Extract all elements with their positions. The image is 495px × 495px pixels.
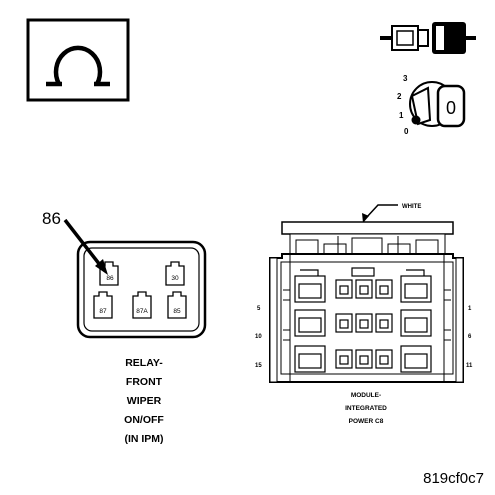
module-caption-line-2: INTEGRATED bbox=[345, 405, 387, 412]
relay-pin-87a-label: 87A bbox=[136, 308, 148, 315]
relay-caption-line-4: ON/OFF bbox=[124, 414, 164, 426]
module-pin-number-5: 5 bbox=[257, 306, 261, 312]
connector-color-label: WHITE bbox=[402, 204, 421, 210]
relay-callout-label: 86 bbox=[42, 209, 61, 228]
module-caption: MODULE- INTEGRATED POWER C8 bbox=[345, 392, 387, 425]
color-callout-line bbox=[365, 204, 398, 219]
relay-connector: 86 30 87 87A 85 bbox=[76, 240, 207, 339]
relay-caption-line-1: RELAY- bbox=[125, 357, 163, 369]
color-callout-arrow-icon bbox=[362, 213, 369, 223]
relay-pin-87-label: 87 bbox=[99, 308, 107, 315]
symbol-frame bbox=[26, 18, 130, 102]
relay-pin-86-label: 86 bbox=[106, 275, 114, 282]
ignition-position-0: 0 bbox=[404, 127, 409, 136]
ignition-switch-icon: 3 2 1 0 0 bbox=[397, 74, 466, 136]
omega-icon bbox=[46, 45, 110, 87]
relay-pin-30-label: 30 bbox=[171, 275, 179, 282]
connector-plug-icon bbox=[380, 22, 476, 54]
cavity-row-3 bbox=[294, 345, 432, 373]
cavity-row-2 bbox=[294, 309, 432, 337]
relay-caption-line-5: (IN IPM) bbox=[124, 433, 163, 445]
relay-caption: RELAY- FRONT WIPER ON/OFF (IN IPM) bbox=[124, 357, 164, 445]
relay-caption-line-2: FRONT bbox=[126, 376, 163, 388]
relay-pin-87: 87 bbox=[93, 291, 113, 319]
key-head-icon bbox=[436, 84, 466, 128]
module-caption-line-3: POWER C8 bbox=[349, 418, 384, 425]
relay-pin-85: 85 bbox=[167, 291, 187, 319]
key-position-label: 0 bbox=[446, 98, 456, 118]
module-pin-number-11: 11 bbox=[466, 363, 473, 369]
module-pin-number-10: 10 bbox=[255, 334, 262, 340]
relay-inner-frame bbox=[83, 247, 200, 332]
relay-outer-frame bbox=[76, 240, 207, 339]
relay-caption-line-3: WIPER bbox=[127, 395, 162, 407]
ignition-position-1: 1 bbox=[399, 111, 404, 120]
module-caption-line-1: MODULE- bbox=[351, 392, 381, 399]
module-housing-top bbox=[281, 221, 454, 235]
cavity-row-1 bbox=[294, 267, 432, 303]
module-latch-area bbox=[289, 233, 446, 255]
ignition-position-3: 3 bbox=[403, 74, 408, 83]
module-pin-number-1: 1 bbox=[468, 306, 472, 312]
ignition-position-2: 2 bbox=[397, 92, 402, 101]
module-inner-frame bbox=[280, 261, 454, 375]
relay-pin-85-label: 85 bbox=[173, 308, 181, 315]
module-connector: WHITE bbox=[255, 204, 473, 383]
callout-arrow-icon bbox=[63, 218, 108, 275]
relay-pin-87a: 87A bbox=[132, 291, 152, 319]
module-pin-number-6: 6 bbox=[468, 334, 472, 340]
figure-id: 819cf0c7 bbox=[423, 470, 484, 487]
ohmmeter-symbol bbox=[26, 18, 130, 102]
relay-pin-30: 30 bbox=[165, 261, 185, 286]
module-pin-number-15: 15 bbox=[255, 363, 262, 369]
ignition-pointer-dot bbox=[411, 115, 421, 125]
